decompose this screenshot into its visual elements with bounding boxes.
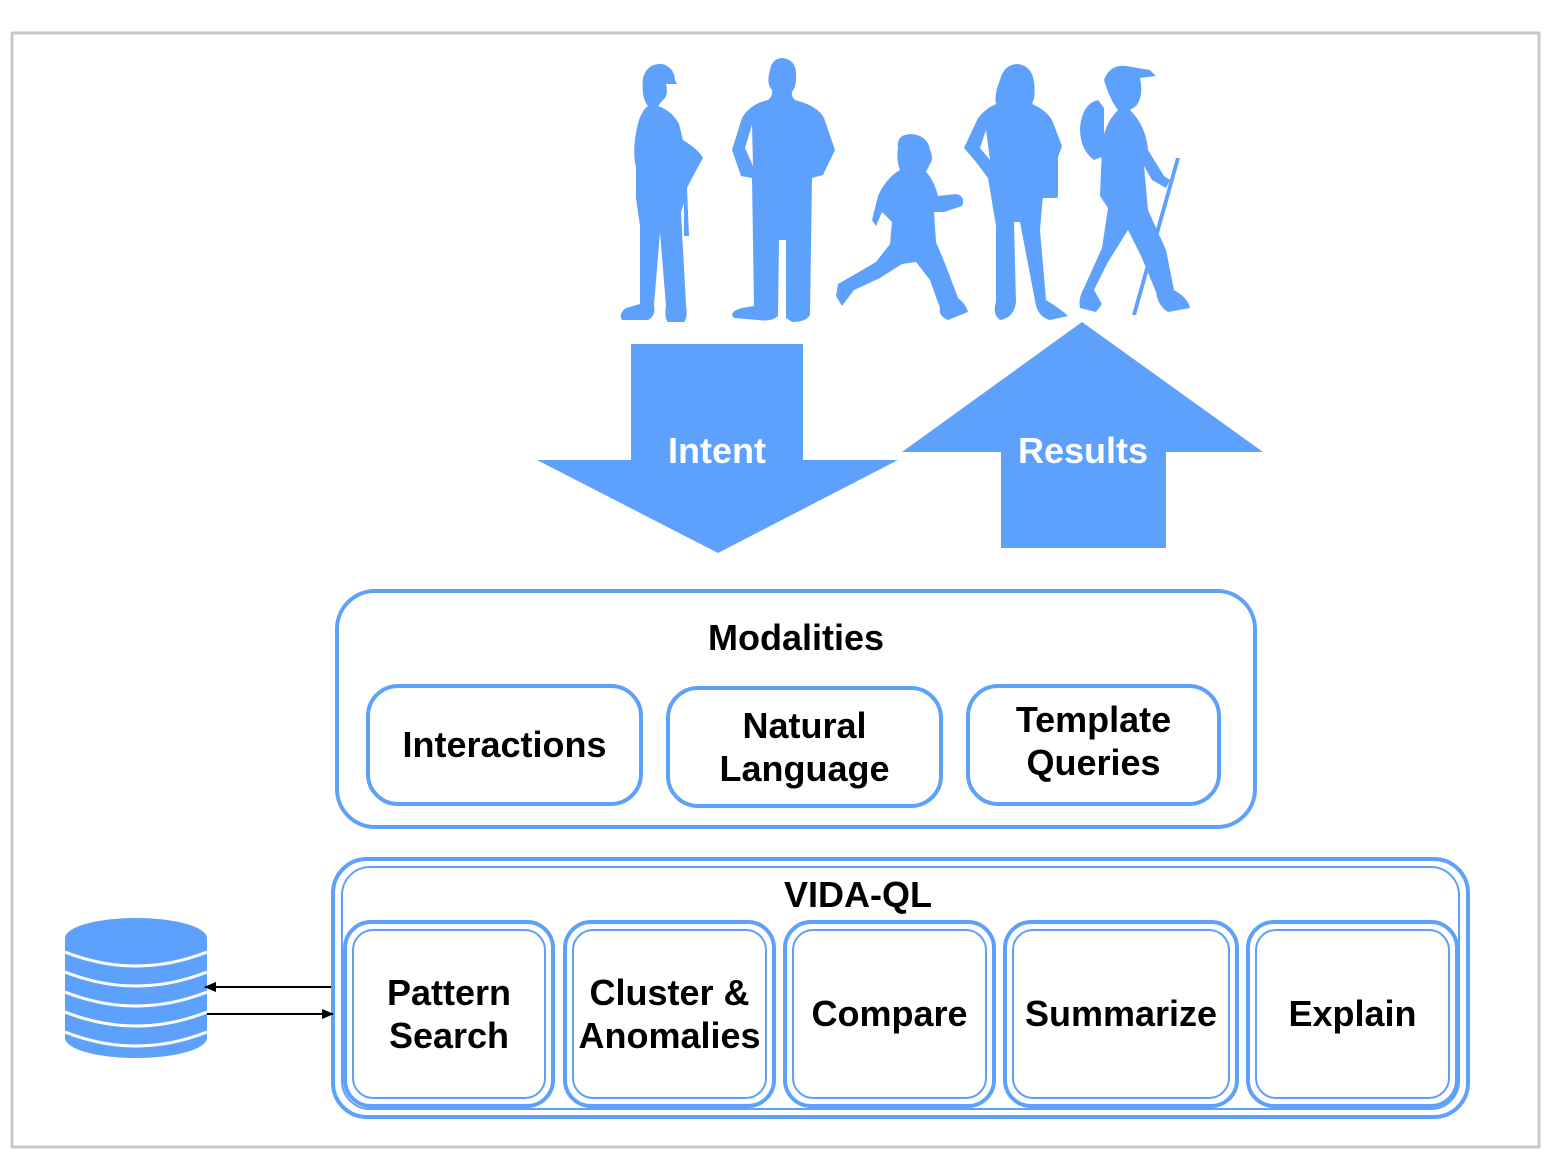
vidaql-box-explain <box>1246 920 1459 1108</box>
vidaql-box-compare <box>783 920 996 1108</box>
modality-box-natural-language <box>666 686 943 808</box>
modality-natural-language-label: Natural Language <box>719 704 890 789</box>
businessman-silhouette-icon <box>732 58 835 322</box>
vidaql-title: VIDA-QL <box>784 874 932 916</box>
vidaql-boxes <box>343 920 1459 1108</box>
vidaql-cluster-anomalies-label: Cluster & Anomalies <box>578 971 761 1056</box>
modality-box-template-queries <box>966 684 1221 806</box>
outer-frame <box>10 31 1541 1149</box>
hiker-silhouette-icon <box>1079 65 1190 315</box>
people-group <box>620 58 1190 322</box>
intent-arrow <box>537 344 898 553</box>
businesswoman-silhouette-icon <box>964 64 1068 320</box>
vidaql-explain-label: Explain <box>1288 993 1417 1035</box>
vidaql-summarize-label: Summarize <box>1024 993 1218 1035</box>
results-label: Results <box>1017 430 1149 471</box>
vidaql-box-pattern-search <box>343 920 555 1108</box>
vidaql-compare-label: Compare <box>811 993 968 1035</box>
vidaql-pattern-search-label: Pattern Search <box>386 971 512 1056</box>
intent-label: Intent <box>668 430 766 471</box>
modality-template-queries-label: Template Queries <box>1015 698 1172 783</box>
modalities-title: Modalities <box>707 617 885 659</box>
running-child-silhouette-icon <box>836 134 968 320</box>
worker-silhouette-icon <box>620 63 703 322</box>
vidaql-box-summarize <box>1003 920 1239 1108</box>
vidaql-box-cluster-anomalies <box>563 920 776 1108</box>
results-arrow <box>902 322 1263 548</box>
modality-interactions-label: Interactions <box>402 724 607 766</box>
modality-box-interactions <box>366 684 643 806</box>
database-icon <box>64 918 208 1058</box>
